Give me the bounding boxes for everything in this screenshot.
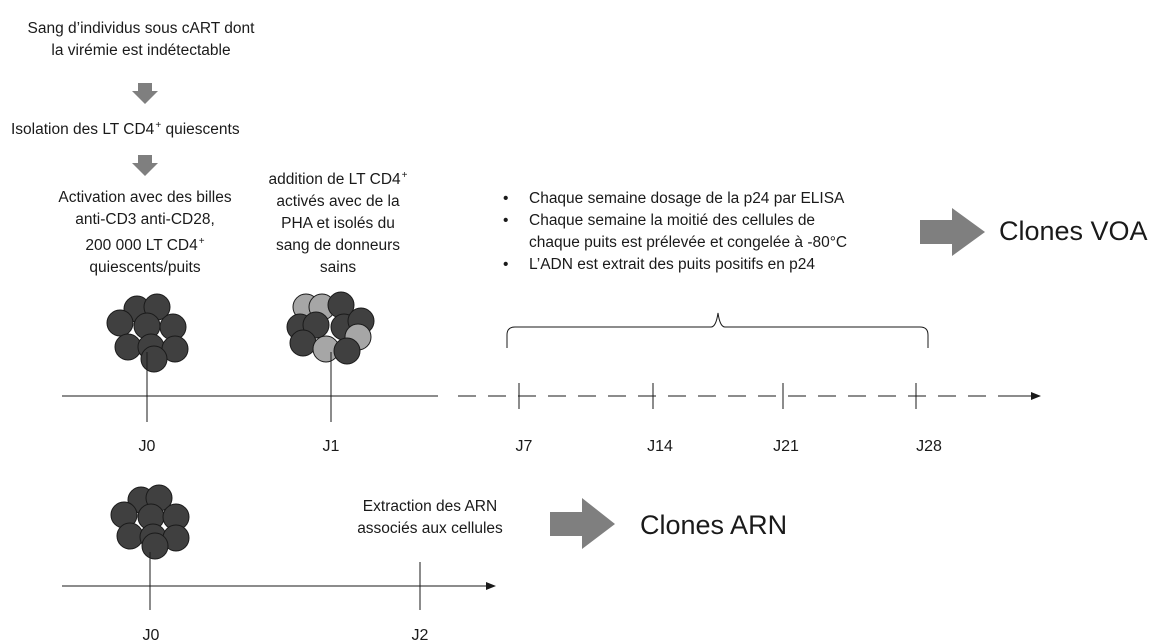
addition-line5: sains: [319, 259, 357, 276]
activation-line4: quiescents/puits: [89, 259, 201, 276]
cd4-cell-resting-5: [116, 522, 144, 550]
tick-label-bottom-j0: J0: [142, 627, 160, 643]
step-blood-line1: Sang d’individus sous cART dont: [27, 20, 255, 37]
cd4-cell-resting-8: [140, 345, 168, 373]
clones-voa-label: Clones VOA: [999, 216, 1148, 246]
addition-line4: sang de donneurs: [275, 237, 401, 254]
addition-sup: +: [401, 170, 408, 181]
cluster-j1: [286, 291, 375, 365]
isolation-text: Isolation des LT CD4: [11, 121, 155, 138]
timeline-top-arrowhead: [1031, 392, 1041, 400]
step-blood-label: Sang d’individus sous cART dont la virém…: [0, 18, 282, 62]
bullet-dna-extraction: L’ADN est extrait des puits positifs en …: [500, 254, 847, 276]
cluster-bottom-j0: [110, 484, 190, 560]
cd4-cell-resting-7: [289, 329, 317, 357]
step-activation-label: Activation avec des billes anti-CD3 anti…: [20, 187, 270, 279]
step-isolation-label: Isolation des LT CD4+ quiescents: [11, 115, 240, 141]
extraction-line2: associés aux cellules: [357, 520, 503, 537]
tick-label-j28: J28: [916, 438, 942, 455]
right-arrow-voa: [920, 208, 985, 256]
activation-line2: anti-CD3 anti-CD28,: [75, 211, 215, 228]
tick-label-j0: J0: [138, 438, 156, 455]
activation-line3: 200 000 LT CD4: [85, 237, 198, 254]
down-arrow-2: [132, 155, 158, 176]
cd4-cell-resting-5: [114, 333, 142, 361]
addition-line3: PHA et isolés du: [281, 215, 395, 232]
cd4-cell-resting-8: [141, 532, 169, 560]
isolation-sup: +: [155, 120, 162, 131]
timeline-top: [62, 352, 1041, 422]
tick-label-bottom-j2: J2: [411, 627, 429, 643]
right-arrow-arn: [550, 498, 615, 549]
cd4-cell-resting-10: [333, 337, 361, 365]
isolation-tail: quiescents: [161, 121, 240, 138]
extraction-line1: Extraction des ARN: [362, 498, 498, 515]
tick-label-j21: J21: [773, 438, 799, 455]
step-blood-line2: la virémie est indétectable: [51, 42, 231, 59]
bullet-cells-half: Chaque semaine la moitié des cellules de: [500, 210, 847, 232]
activation-line1: Activation avec des billes: [58, 189, 232, 206]
addition-line2: activés avec de la: [276, 193, 400, 210]
weekly-procedure-list: Chaque semaine dosage de la p24 par ELIS…: [500, 188, 847, 276]
step-addition-label: addition de LT CD4+ activés avec de la P…: [248, 165, 428, 279]
activation-sup: +: [198, 236, 205, 247]
extraction-label: Extraction des ARN associés aux cellules: [320, 496, 540, 540]
cd4-cell-resting-2: [106, 309, 134, 337]
tick-label-j7: J7: [515, 438, 533, 455]
down-arrow-1: [132, 83, 158, 104]
flow-arrows: [132, 83, 985, 549]
bracket: [506, 312, 929, 348]
bullet-p24-dosage: Chaque semaine dosage de la p24 par ELIS…: [500, 188, 847, 210]
timeline-bottom-arrowhead: [486, 582, 496, 590]
bullet-cells-half-cont: chaque puits est prélevée et congelée à …: [529, 234, 848, 251]
clones-arn-label: Clones ARN: [640, 510, 788, 540]
timeline-bottom: [62, 552, 496, 610]
addition-line1: addition de LT CD4: [268, 171, 401, 188]
tick-label-j1: J1: [322, 438, 340, 455]
tick-label-j14: J14: [647, 438, 673, 455]
